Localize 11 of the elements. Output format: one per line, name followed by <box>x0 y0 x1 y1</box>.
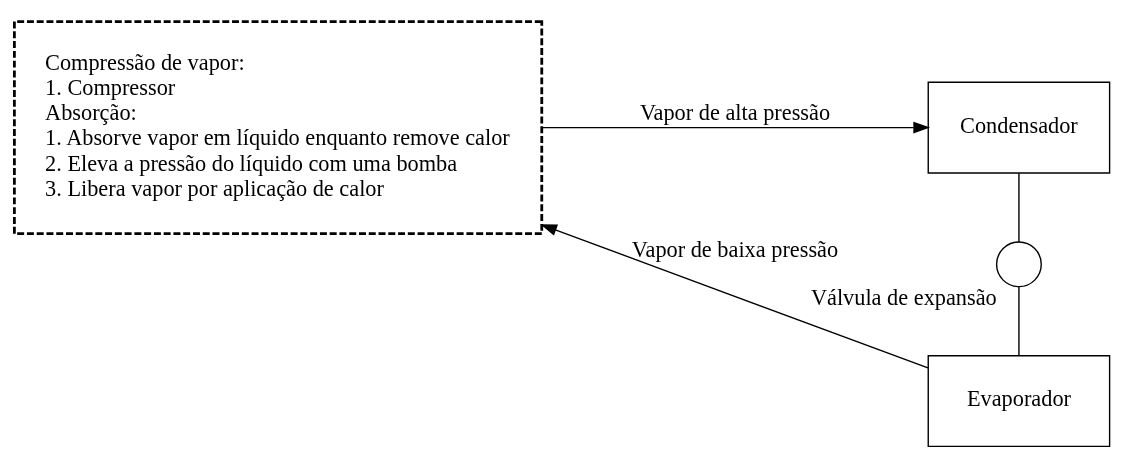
edge-label: Vapor de alta pressão <box>639 100 831 126</box>
node-box: Condensador <box>927 81 1111 174</box>
arrow <box>540 224 929 369</box>
node-box: Evaporador <box>927 355 1111 448</box>
edge-label: Vapor de baixa pressão <box>631 237 839 263</box>
node-label: Válvula de expansão <box>810 284 997 310</box>
node-circle <box>995 241 1042 288</box>
connector <box>1018 286 1020 357</box>
node-box: Compressão de vapor: 1. Compressor Absorção: 1. Absorve vapor em líquido enquanto remove calor 2. Eleva a pressão do líquido com uma bomba 3. Libera vapor por aplicação de calor <box>13 20 544 236</box>
arrow <box>541 121 931 134</box>
connector <box>1018 172 1020 243</box>
